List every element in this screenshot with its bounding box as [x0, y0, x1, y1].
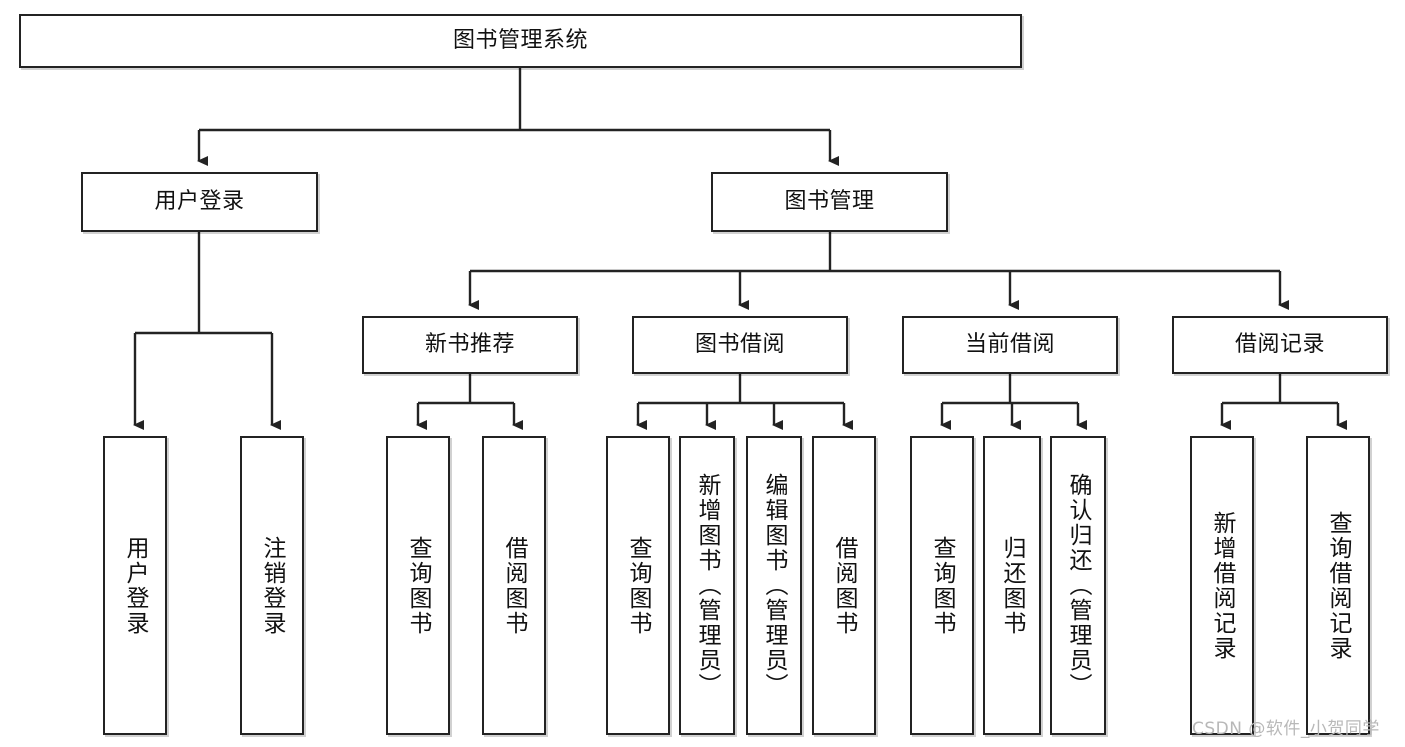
leaf-query-book-current-label: 查询图书 — [929, 535, 956, 636]
leaf-return-book-label: 归还图书 — [999, 535, 1026, 636]
leaf-add-borrow-record-label: 新增借阅记录 — [1209, 510, 1236, 661]
node-root-label: 图书管理系统 — [452, 27, 588, 53]
leaf-query-book-current[interactable]: 查询图书 — [910, 436, 974, 735]
leaf-add-book-admin[interactable]: 新增图书（管理员） — [679, 436, 735, 735]
leaf-query-borrow-record[interactable]: 查询借阅记录 — [1306, 436, 1370, 735]
leaf-borrow-book-recommend[interactable]: 借阅图书 — [482, 436, 546, 735]
node-book-manage[interactable]: 图书管理 — [711, 172, 948, 232]
leaf-add-book-admin-label: 新增图书（管理员） — [694, 473, 721, 698]
node-user-login[interactable]: 用户登录 — [81, 172, 318, 232]
leaf-query-book-recommend-label: 查询图书 — [405, 535, 432, 636]
node-current-borrow-label: 当前借阅 — [964, 331, 1055, 357]
leaf-user-login-label: 用户登录 — [122, 535, 149, 636]
leaf-logout-login[interactable]: 注销登录 — [240, 436, 304, 735]
node-borrow-record[interactable]: 借阅记录 — [1172, 316, 1388, 374]
leaf-add-borrow-record[interactable]: 新增借阅记录 — [1190, 436, 1254, 735]
leaf-confirm-return-admin-label: 确认归还（管理员） — [1065, 473, 1092, 698]
leaf-borrow-book-recommend-label: 借阅图书 — [501, 535, 528, 636]
leaf-edit-book-admin[interactable]: 编辑图书（管理员） — [746, 436, 802, 735]
leaf-return-book[interactable]: 归还图书 — [983, 436, 1041, 735]
leaf-query-book-recommend[interactable]: 查询图书 — [386, 436, 450, 735]
node-user-login-label: 用户登录 — [154, 188, 245, 214]
leaf-query-book-borrow-label: 查询图书 — [625, 535, 652, 636]
leaf-user-login[interactable]: 用户登录 — [103, 436, 167, 735]
leaf-query-book-borrow[interactable]: 查询图书 — [606, 436, 670, 735]
csdn-watermark: CSDN @软件_小贺同学 — [1192, 719, 1380, 739]
leaf-logout-login-label: 注销登录 — [259, 535, 286, 636]
node-book-borrow[interactable]: 图书借阅 — [632, 316, 848, 374]
node-new-book-recommend[interactable]: 新书推荐 — [362, 316, 578, 374]
node-root[interactable]: 图书管理系统 — [19, 14, 1022, 68]
leaf-query-borrow-record-label: 查询借阅记录 — [1325, 510, 1352, 661]
node-current-borrow[interactable]: 当前借阅 — [902, 316, 1118, 374]
leaf-confirm-return-admin[interactable]: 确认归还（管理员） — [1050, 436, 1106, 735]
leaf-edit-book-admin-label: 编辑图书（管理员） — [761, 473, 788, 698]
node-borrow-record-label: 借阅记录 — [1234, 331, 1325, 357]
leaf-borrow-book-borrow[interactable]: 借阅图书 — [812, 436, 876, 735]
leaf-borrow-book-borrow-label: 借阅图书 — [831, 535, 858, 636]
node-book-borrow-label: 图书借阅 — [694, 331, 785, 357]
node-new-book-recommend-label: 新书推荐 — [424, 331, 515, 357]
node-book-manage-label: 图书管理 — [784, 188, 875, 214]
